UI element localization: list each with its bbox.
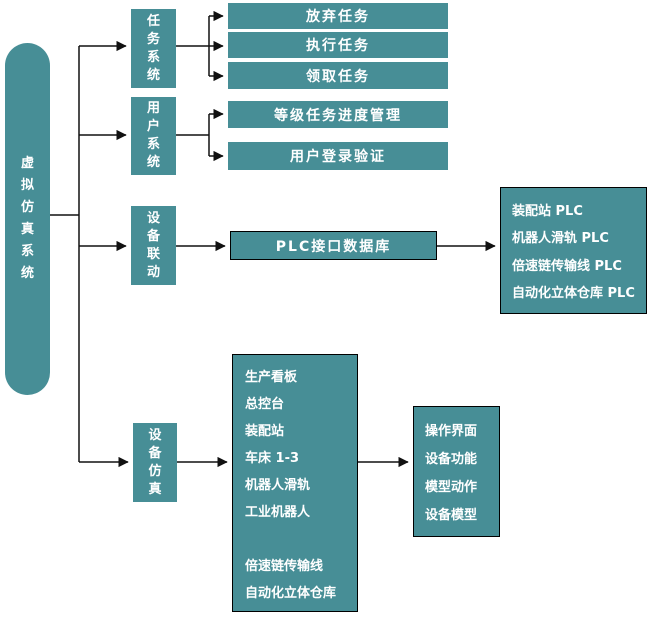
node-user-system-label: 用户系统 [146,101,160,170]
node-plc-interface-database: PLC接口数据库 [230,231,437,260]
list-item: 操作界面 [425,424,478,439]
node-task-system: 任务系统 [131,9,176,88]
list-item: 装配站 PLC [512,204,583,220]
list-item: 车床 1-3 [245,451,300,466]
list-spacer [245,526,353,553]
list-item: 生产看板 [245,370,298,385]
leaf-execute-task: 执行任务 [228,32,448,58]
plc-list-box: 装配站 PLC 机器人滑轨 PLC 倍速链传输线 PLC 自动化立体仓库 PLC [500,187,647,314]
list-item: 模型动作 [425,480,478,495]
leaf-user-login-verify: 用户登录验证 [228,142,448,170]
simulation-output-box: 操作界面 设备功能 模型动作 设备模型 [413,406,500,537]
root-node-label: 虚拟仿真系统 [20,156,34,281]
list-item: 装配站 [245,424,285,439]
node-device-linkage: 设备联动 [131,206,176,285]
leaf-abandon-task: 放弃任务 [228,3,448,29]
root-node-virtual-simulation-system: 虚拟仿真系统 [5,43,50,395]
leaf-level-task-progress: 等级任务进度管理 [228,101,448,128]
node-device-simulation: 设备仿真 [133,423,177,502]
simulation-equipment-list-box: 生产看板 总控台 装配站 车床 1-3 机器人滑轨 工业机器人 倍速链传输线 自… [232,354,358,612]
list-item: 机器人滑轨 [245,478,311,493]
list-item: 自动化立体仓库 PLC [512,285,635,301]
list-item: 自动化立体仓库 [245,586,337,601]
list-item: 工业机器人 [245,505,311,520]
node-device-simulation-label: 设备仿真 [148,427,162,497]
list-item: 总控台 [245,397,285,412]
list-item: 设备功能 [425,452,478,467]
leaf-claim-task: 领取任务 [228,62,448,89]
node-device-linkage-label: 设备联动 [146,210,160,280]
node-task-system-label: 任务系统 [146,13,160,83]
list-item: 机器人滑轨 PLC [512,231,609,247]
list-item: 倍速链传输线 [245,559,324,574]
list-item: 倍速链传输线 PLC [512,258,622,274]
node-user-system: 用户系统 [131,97,176,175]
list-item: 设备模型 [425,508,478,523]
